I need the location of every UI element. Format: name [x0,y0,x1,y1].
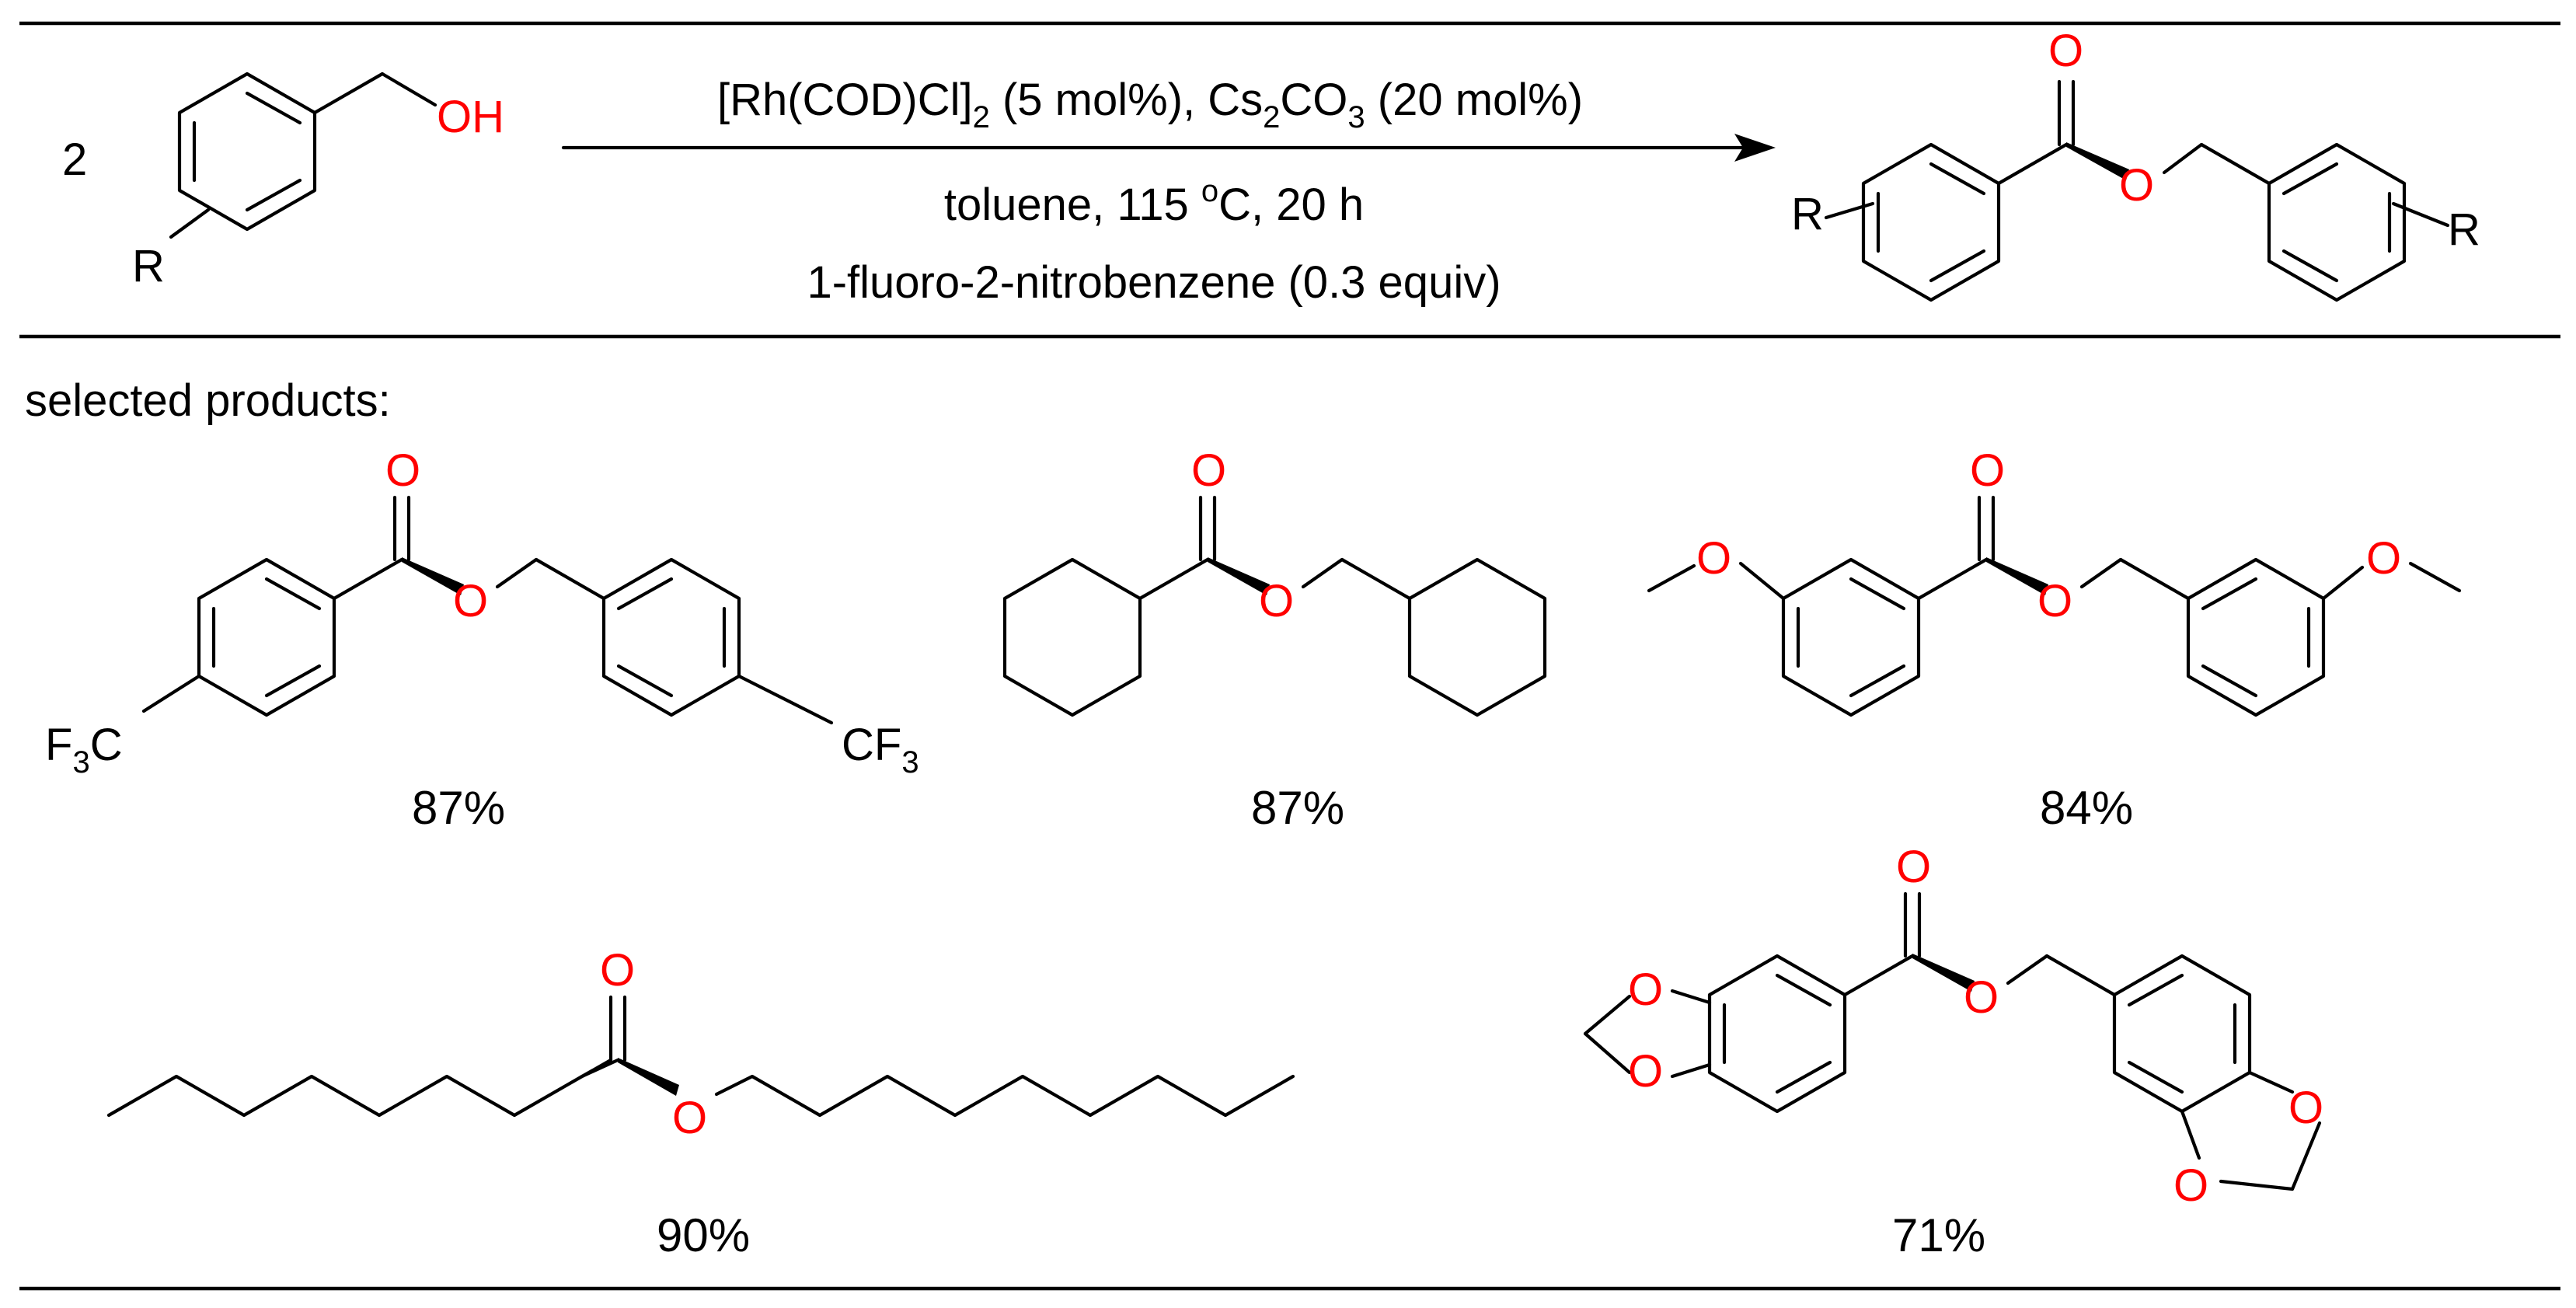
r-substituent-right: R [2448,204,2480,255]
dioxole-oxygen-4: O [2173,1160,2208,1211]
r-substituent-left: R [1791,189,1824,239]
yield-product-3: 84% [2040,782,2133,834]
yield-product-4: 90% [657,1209,750,1261]
carbonyl-oxygen: O [1896,842,1931,892]
conditions-line-3: 1-fluoro-2-nitrobenzene (0.3 equiv) [807,257,1501,308]
carbonyl-oxygen: O [385,445,420,496]
carbonyl-oxygen: O [1191,445,1226,496]
r-substituent-label: R [132,241,165,291]
selected-products-label: selected products: [25,375,391,426]
cf3-right-label: CF3 [842,720,919,780]
stoichiometry-coefficient: 2 [62,134,87,185]
product-general-ester: R O O R [1791,26,2480,302]
carbonyl-oxygen: O [2048,26,2083,76]
product-5-piperonyl-ester: O O O O O O 71% [1583,842,2323,1261]
methoxy-oxygen-right: O [2366,533,2401,584]
ester-oxygen: O [1964,972,1999,1023]
yield-product-5: 71% [1892,1209,1985,1261]
methoxy-oxygen-left: O [1696,533,1731,584]
ester-oxygen: O [1259,576,1294,626]
cf3-left-label: F3C [45,720,123,780]
product-3-methoxybenzyl-ester: O O O O 84% [1647,445,2462,834]
dioxole-oxygen-1: O [1628,964,1663,1015]
yield-product-1: 87% [412,782,505,834]
carbonyl-oxygen: O [1970,445,2005,496]
ester-oxygen: O [2119,160,2154,211]
dioxole-oxygen-2: O [1628,1046,1663,1097]
carbonyl-oxygen: O [600,945,635,996]
hydroxyl-label: OH [437,92,504,142]
ester-oxygen: O [2037,576,2072,626]
product-1-cf3-benzyl-benzoate: F3C O O CF3 87% [45,445,919,834]
conditions-line-1: [Rh(COD)Cl]2 (5 mol%), Cs2CO3 (20 mol%) [717,75,1583,134]
reaction-arrow [561,134,1776,162]
yield-product-2: 87% [1251,782,1344,834]
conditions-line-2: toluene, 115 oC, 20 h [944,174,1364,230]
ester-oxygen: O [672,1093,707,1143]
ester-oxygen: O [453,576,488,626]
product-4-octyl-octanoate: O O 90% [106,945,1295,1261]
reactant-benzyl-alcohol: 2 OH R [62,72,504,291]
product-2-cyclohexyl-ester: O O 87% [1002,445,1547,834]
